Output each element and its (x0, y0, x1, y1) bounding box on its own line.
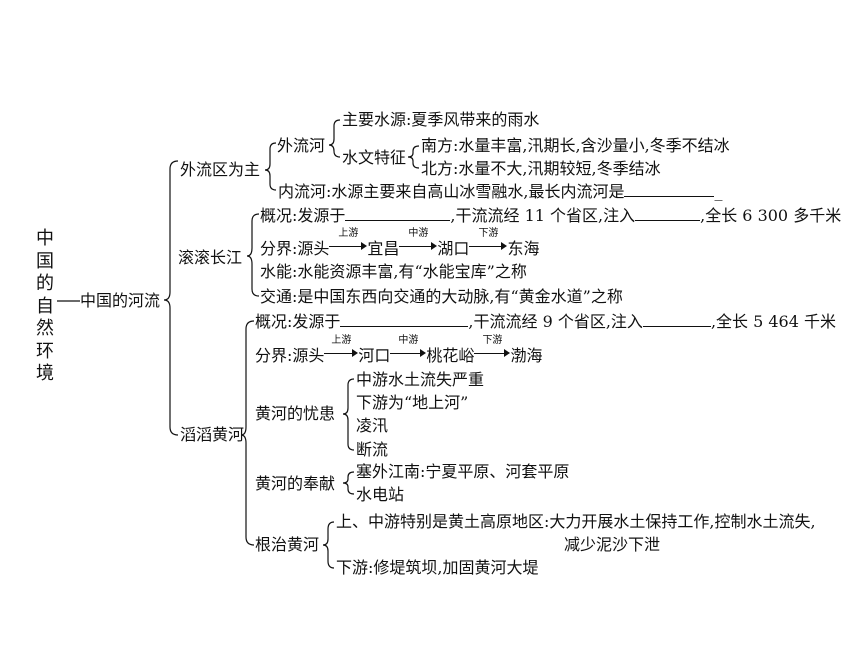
hh-overview-prefix: 概况:发源于 (255, 312, 341, 331)
cj-overview-mid: ,干流流经 11 个省区,注入 (450, 206, 636, 225)
worries-brace (342, 378, 355, 451)
wailiuqu-label: 外流区为主 (180, 160, 261, 179)
changjiang-brace (246, 213, 260, 297)
cj-point-1: 宜昌 (367, 239, 400, 258)
topic-brace (163, 160, 179, 436)
changjiang-overview: 概况:发源于 ,干流流经 11 个省区,注入 ,全长 6 300 多千米 (260, 206, 841, 226)
contribution-brace (342, 471, 355, 495)
cj-overview-suffix: ,全长 6 300 多千米 (700, 206, 842, 225)
cj-source-blank (345, 206, 451, 221)
hydro-brace (407, 145, 420, 169)
cj-arrow-lower: 下游 (469, 228, 508, 254)
hh-point-2: 桃花峪 (426, 346, 475, 365)
hydro-label: 水文特征 (342, 148, 407, 167)
hh-source-blank (340, 312, 469, 327)
cj-point-3: 东海 (507, 239, 540, 258)
hh-point-1: 河口 (358, 346, 391, 365)
worries-item: 凌汛 (356, 416, 389, 435)
cj-arrow-middle: 中游 (399, 228, 438, 254)
governance-label: 根治黄河 (255, 535, 320, 554)
neiliuhe-tail: _ (714, 182, 723, 201)
worries-label: 黄河的忧患 (255, 404, 336, 423)
huanghe-divide: 分界:源头上游河口中游桃花峪下游渤海 (255, 335, 543, 366)
governance-upper: 上、中游特别是黄土高原地区:大力开展水土保持工作,控制水土流失, (336, 512, 816, 531)
hh-arrow-middle: 中游 (390, 335, 427, 361)
governance-brace (322, 521, 335, 569)
huanghe-brace (240, 320, 255, 546)
hh-point-3: 渤海 (510, 346, 543, 365)
topic-label: 中国的河流 (80, 291, 161, 310)
cj-arrow-lower-label: 下游 (478, 228, 499, 239)
hh-outlet-blank (642, 312, 711, 327)
cj-arrow-upper: 上游 (329, 228, 368, 254)
governance-lower: 下游:修堤筑坝,加固黄河大堤 (336, 558, 539, 577)
wailiuqu-brace (264, 142, 277, 191)
cj-point-2: 湖口 (437, 239, 470, 258)
neiliuhe-text: 内流河:水源主要来自高山冰雪融水,最长内流河是 (278, 182, 625, 201)
cj-arrow-upper-label: 上游 (338, 228, 359, 239)
neiliuhe-line: 内流河:水源主要来自高山冰雪融水,最长内流河是 _ (278, 182, 722, 202)
changjiang-traffic: 交通:是中国东西向交通的大动脉,有“黄金水道”之称 (260, 287, 623, 306)
cj-overview-prefix: 概况:发源于 (260, 206, 346, 225)
hydro-south: 南方:水量丰富,汛期长,含沙量小,冬季不结冰 (421, 136, 730, 155)
huanghe-label: 滔滔黄河 (180, 425, 245, 444)
wailiuhe-brace (328, 119, 341, 158)
governance-upper-cont: 减少泥沙下泄 (564, 535, 661, 554)
hh-arrow-upper-label: 上游 (331, 335, 352, 346)
cj-divide-prefix: 分界:源头 (260, 239, 330, 258)
wailiuhe-source: 主要水源:夏季风带来的雨水 (342, 110, 540, 129)
changjiang-divide: 分界:源头上游宜昌中游湖口下游东海 (260, 228, 540, 259)
root-title: 中国的自然环境 (36, 228, 54, 384)
changjiang-power: 水能:水能资源丰富,有“水能宝库”之称 (260, 262, 527, 281)
contribution-item: 水电站 (356, 485, 405, 504)
worries-item: 中游水土流失严重 (356, 370, 485, 389)
changjiang-label: 滚滚长江 (178, 248, 243, 267)
hh-arrow-lower: 下游 (474, 335, 511, 361)
hh-arrow-lower-label: 下游 (482, 335, 503, 346)
hh-arrow-middle-label: 中游 (398, 335, 419, 346)
cj-outlet-blank (635, 206, 701, 221)
hh-overview-mid: ,干流流经 9 个省区,注入 (468, 312, 643, 331)
hh-overview-suffix: ,全长 5 464 千米 (710, 312, 837, 331)
cj-arrow-middle-label: 中游 (408, 228, 429, 239)
neiliuhe-blank (624, 182, 715, 197)
huanghe-overview: 概况:发源于 ,干流流经 9 个省区,注入 ,全长 5 464 千米 (255, 312, 836, 332)
contribution-label: 黄河的奉献 (255, 474, 336, 493)
hydro-north: 北方:水量不大,汛期较短,冬季结冰 (421, 159, 661, 178)
hh-divide-prefix: 分界:源头 (255, 346, 325, 365)
hh-arrow-upper: 上游 (324, 335, 359, 361)
wailiuhe-label: 外流河 (277, 136, 326, 155)
worries-item: 断流 (356, 440, 389, 459)
worries-item: 下游为“地上河” (356, 393, 469, 412)
contribution-item: 塞外江南:宁夏平原、河套平原 (356, 462, 570, 481)
